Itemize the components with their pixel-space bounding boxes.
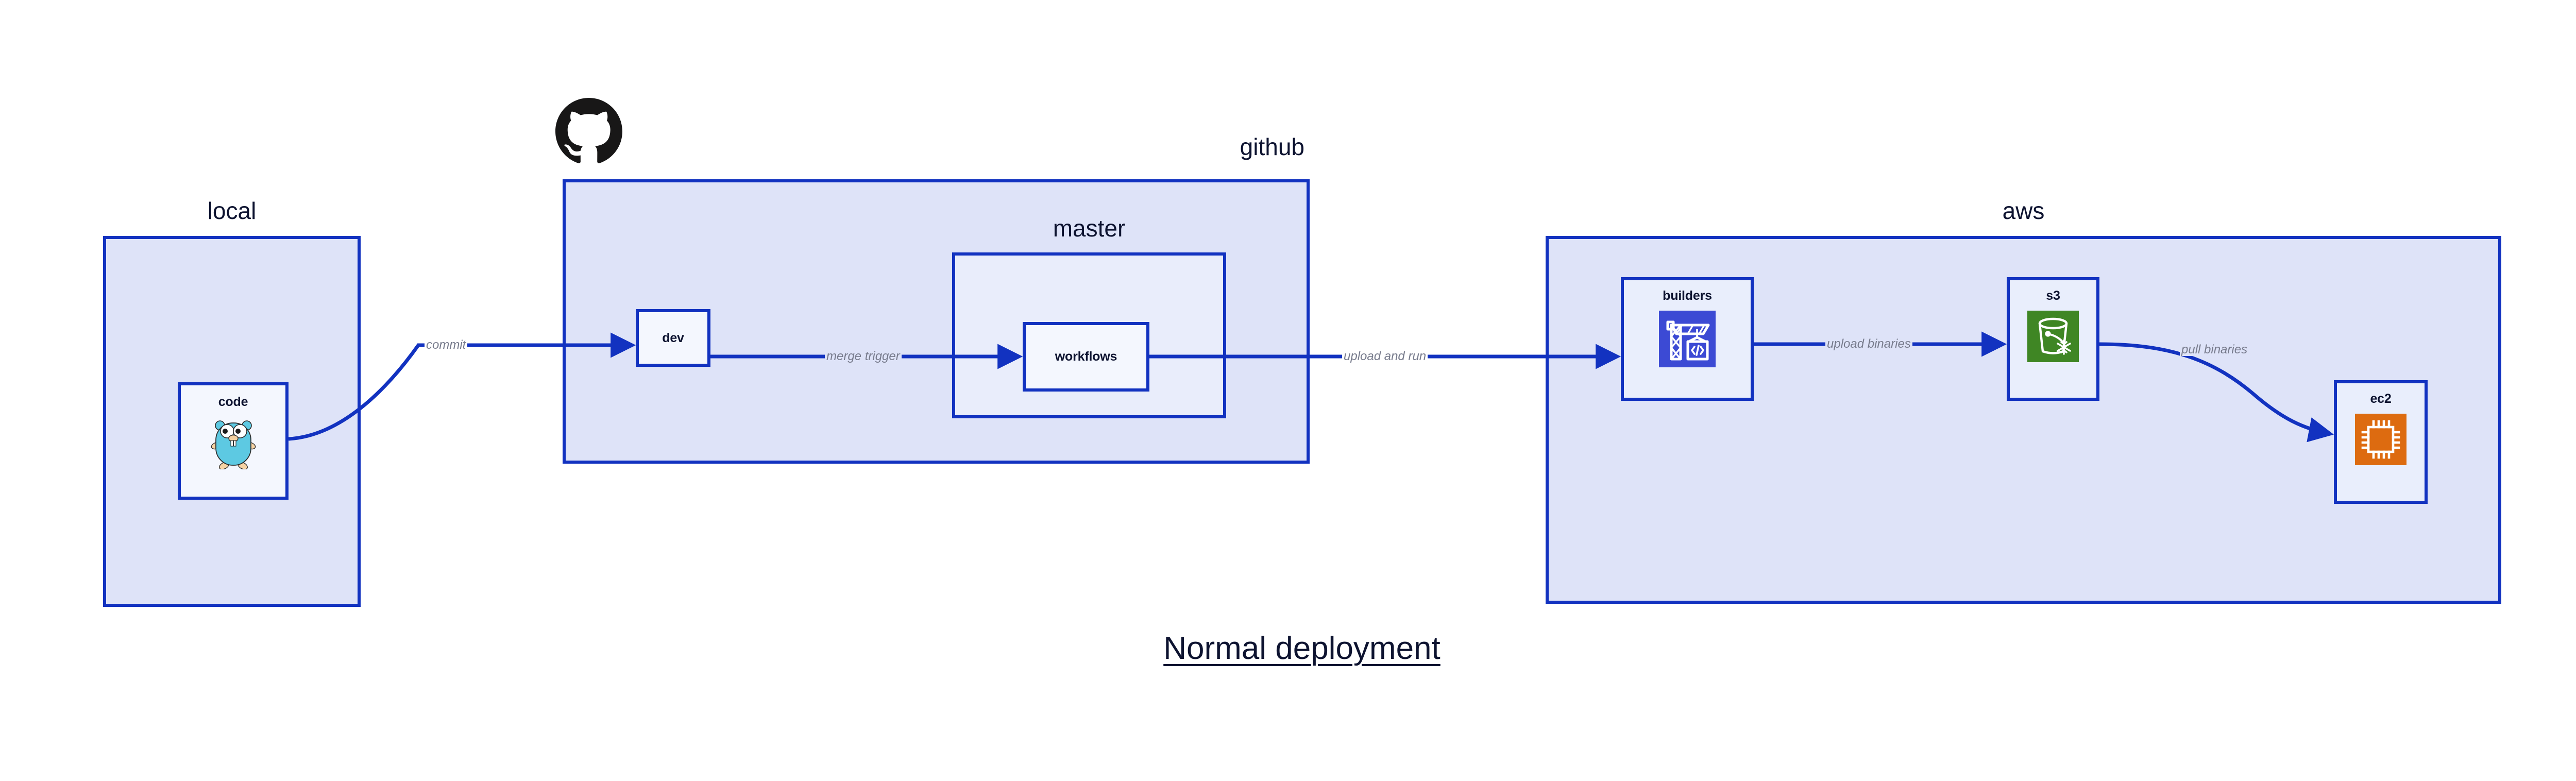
node-builders[interactable]: builders: [1621, 277, 1754, 401]
group-label-github: github: [1240, 133, 1304, 160]
node-code[interactable]: code: [178, 382, 289, 500]
node-label-builders: builders: [1663, 288, 1712, 303]
group-label-local: local: [207, 197, 257, 224]
aws-ec2-chip-icon: [2355, 414, 2406, 465]
node-label-code: code: [218, 395, 248, 409]
edge-label-upload-binaries: upload binaries: [1825, 338, 1912, 350]
edge-label-merge-trigger: merge trigger: [825, 350, 902, 363]
node-label-workflows: workflows: [1055, 349, 1117, 364]
edge-label-upload-and-run: upload and run: [1342, 350, 1428, 363]
node-label-dev: dev: [662, 330, 684, 345]
aws-s3-bucket-icon: [2027, 311, 2079, 362]
group-label-master: master: [1053, 215, 1126, 242]
diagram-caption: Normal deployment: [1163, 631, 1440, 666]
edge-label-pull-binaries: pull binaries: [2180, 344, 2249, 356]
github-octocat-icon: [555, 98, 622, 165]
edge-label-commit: commit: [425, 339, 468, 351]
node-label-s3: s3: [2046, 288, 2060, 303]
node-s3[interactable]: s3: [2007, 277, 2099, 401]
node-workflows[interactable]: workflows: [1023, 322, 1149, 392]
aws-codebuild-icon: [1659, 311, 1716, 367]
node-dev[interactable]: dev: [636, 309, 710, 367]
group-label-aws: aws: [2002, 197, 2045, 224]
node-ec2[interactable]: ec2: [2334, 380, 2428, 504]
go-gopher-icon: [210, 416, 257, 469]
node-label-ec2: ec2: [2370, 392, 2392, 406]
